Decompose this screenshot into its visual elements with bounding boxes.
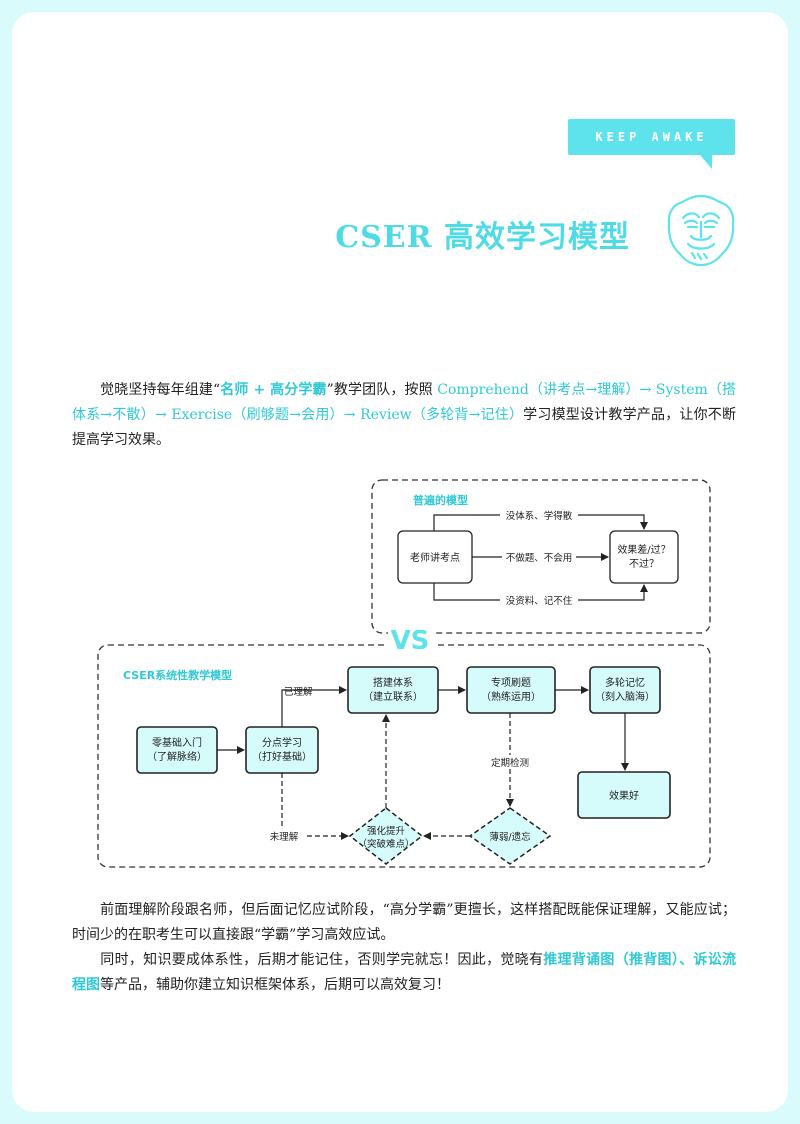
- build-box: [347, 666, 439, 714]
- periodic-check-label: 定期检测: [491, 757, 529, 769]
- cser-model-label: CSER系统性教学模型: [123, 668, 232, 682]
- body-paragraph-1: 前面理解阶段跟名师，但后面记忆应试阶段，“高分学霸”更擅长，这样搭配既能保证理解…: [72, 898, 736, 948]
- start-label-2: （了解脉络）: [147, 750, 207, 763]
- vs-label: VS: [391, 626, 430, 656]
- arrow-split-build: [281, 686, 347, 727]
- body-paragraph-2: 同时，知识要成体系性，后期才能记住，否则学完就忘！因此，觉晓有推理背诵图（推背图…: [72, 948, 736, 998]
- result-label-1: 效果差/过？: [617, 543, 670, 556]
- not-understood-label: 未理解: [270, 831, 299, 843]
- vs-bg: [388, 626, 434, 652]
- intro-highlight-model: Comprehend（讲考点→理解）→ System（搭体系→不散）→ Exer…: [72, 382, 736, 423]
- drill-box: [466, 666, 556, 714]
- start-label-1: 零基础入门: [152, 736, 202, 749]
- body-highlight-products: 推理背诵图（推背图）、诉讼流程图: [72, 952, 737, 993]
- strengthen-label-1: 强化提升: [367, 825, 406, 837]
- drill-label-2: （熟练运用）: [481, 690, 541, 703]
- body-text-1: 前面理解阶段跟名师，但后面记忆应试阶段，“高分学霸”更擅长，这样搭配既能保证理解…: [72, 902, 736, 943]
- badge-tail: [700, 155, 712, 169]
- body-text-2a: 同时，知识要成体系性，后期才能记住，否则学完就忘！因此，觉晓有: [100, 952, 544, 968]
- teacher-label: 老师讲考点: [410, 551, 460, 564]
- body-text-2b: 等产品，辅助你建立知识框架体系，后期可以高效复习！: [100, 977, 450, 993]
- branch-bottom-label: 没资料、记不住: [506, 595, 573, 607]
- memory-label-1: 多轮记忆: [605, 676, 645, 689]
- not-understood-bg: [262, 829, 306, 843]
- branch-mid-bg: [502, 550, 576, 564]
- top-model-label: 普遍的模型: [413, 493, 468, 507]
- intro-highlight-team: 名师 + 高分学霸: [220, 382, 327, 398]
- top-model-frame: [371, 479, 711, 634]
- split-label-1: 分点学习: [262, 736, 302, 749]
- intro-text-2: ”教学团队，按照: [326, 382, 438, 398]
- intro-paragraph: 觉晓坚持每年组建“名师 + 高分学霸”教学团队，按照 Comprehend（讲考…: [72, 378, 736, 453]
- understood-label: 已理解: [284, 686, 313, 698]
- strengthen-label-2: （突破难点）: [357, 838, 414, 850]
- build-label-2: （建立联系）: [363, 690, 423, 703]
- branch-bottom-bg: [500, 593, 578, 607]
- intro-text-3: 学习模型设计教学产品，让你不断提高学习效果。: [72, 407, 736, 448]
- memory-label-2: （刻入脑海）: [595, 690, 655, 703]
- branch-mid-label: 不做题、不会用: [506, 552, 573, 564]
- periodic-check-bg: [488, 755, 534, 769]
- keep-awake-badge: KEEP AWAKE: [568, 119, 735, 155]
- good-box: [577, 771, 671, 819]
- result-label-2: 不过？: [629, 557, 659, 570]
- build-label-1: 搭建体系: [373, 676, 413, 689]
- page-title: CSER 高效学习模型: [335, 220, 630, 255]
- branch-top-bg: [500, 508, 578, 522]
- weak-diamond: [468, 807, 552, 865]
- intro-text-1: 觉晓坚持每年组建“: [100, 382, 221, 398]
- result-box: [609, 530, 679, 584]
- split-label-2: （打好基础）: [252, 750, 312, 763]
- split-box: [245, 726, 319, 774]
- branch-top-label: 没体系、学得散: [506, 510, 573, 522]
- mascot-face-icon: [667, 194, 735, 267]
- start-box: [136, 726, 218, 774]
- weak-label: 薄弱/遗忘: [489, 831, 531, 843]
- good-label: 效果好: [609, 789, 639, 802]
- memory-box: [589, 666, 661, 714]
- strengthen-diamond: [348, 807, 424, 865]
- arrow-split-strengthen: [281, 773, 349, 840]
- drill-label-1: 专项刷题: [491, 676, 531, 689]
